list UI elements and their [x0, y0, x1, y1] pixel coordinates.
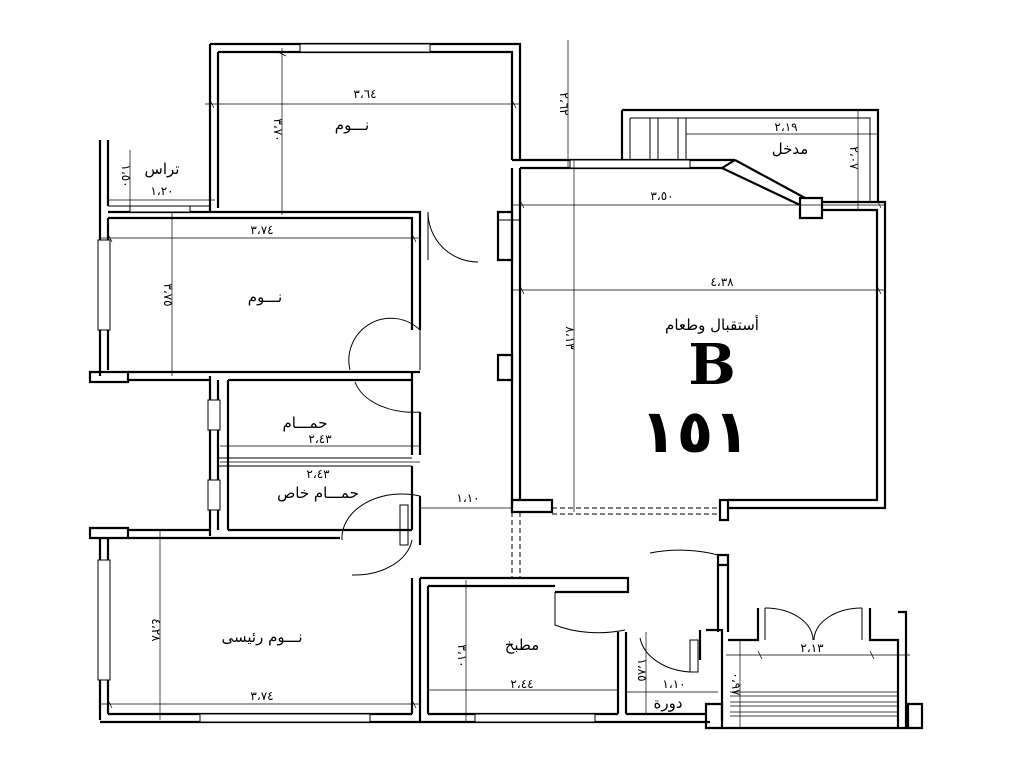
dim-reception-depth: ٨،١٣: [563, 326, 577, 350]
room-label-bedroom-mid: نـــوم: [248, 288, 282, 306]
dim-kitchen-depth: ٣،١٠: [455, 644, 469, 667]
dim-bathroom-width: ٢،٤٣: [308, 432, 332, 446]
room-label-master-bedroom: نـــوم رئيسى: [222, 628, 303, 646]
dim-wc-depth: ١،٨٥: [635, 658, 649, 681]
dim-wc-width: ١،١٠: [662, 677, 685, 691]
dim-bedroom-mid-width: ٣،٧٤: [250, 223, 273, 237]
room-label-private-bathroom: حمـــام خاص: [277, 484, 359, 502]
dim-terrace-depth: ١،٥٠: [119, 164, 133, 187]
balcony-railing: [730, 691, 898, 717]
room-label-bathroom: حمـــام: [283, 414, 328, 432]
room-label-bedroom-top: نـــوم: [335, 116, 369, 134]
unit-letter: B: [688, 332, 735, 398]
dim-bedroom-top-depth: ٣،٧٠: [271, 118, 285, 141]
room-label-entrance: مدخل: [772, 140, 809, 158]
dim-reception-width: ٤،٣٨: [710, 275, 734, 289]
dim-private-bathroom-width: ٢،٤٣: [306, 467, 330, 481]
opening-lines: [511, 507, 720, 578]
dim-kitchen-width: ٢،٤٤: [510, 677, 533, 691]
dim-master-bedroom-depth: ٤،٢٨: [149, 618, 163, 642]
dim-master-bedroom-width: ٣،٧٤: [250, 689, 273, 703]
dim-entrance-depth: ٢،٠٧: [847, 146, 861, 170]
dim-reception-top-width: ٣،٥٠: [650, 189, 673, 203]
dim-bedroom-top-width: ٣،٦٤: [353, 87, 376, 101]
dim-top-offset: ٢،٦٢: [557, 92, 571, 115]
dim-terrace-width: ١،٢٠: [150, 184, 173, 198]
dim-entrance-width: ٢،١٩: [774, 120, 797, 134]
room-label-reception: أستقبال وطعام: [665, 315, 759, 334]
dimension-lines: [100, 40, 910, 728]
unit-number: ١٥١: [640, 397, 750, 467]
dim-bedroom-mid-depth: ٣،٧٥: [161, 283, 175, 306]
room-label-terrace: تراس: [145, 160, 180, 178]
room-label-wc: دورة: [653, 694, 682, 712]
dim-balcony-width: ٢،١٣: [800, 641, 824, 655]
doors: [341, 211, 863, 673]
dim-balcony-depth: ٠،٩٧: [729, 672, 743, 696]
room-label-kitchen: مطبخ: [505, 636, 540, 654]
dim-corridor-width: ١،١٠: [456, 491, 479, 505]
windows: [97, 43, 691, 723]
